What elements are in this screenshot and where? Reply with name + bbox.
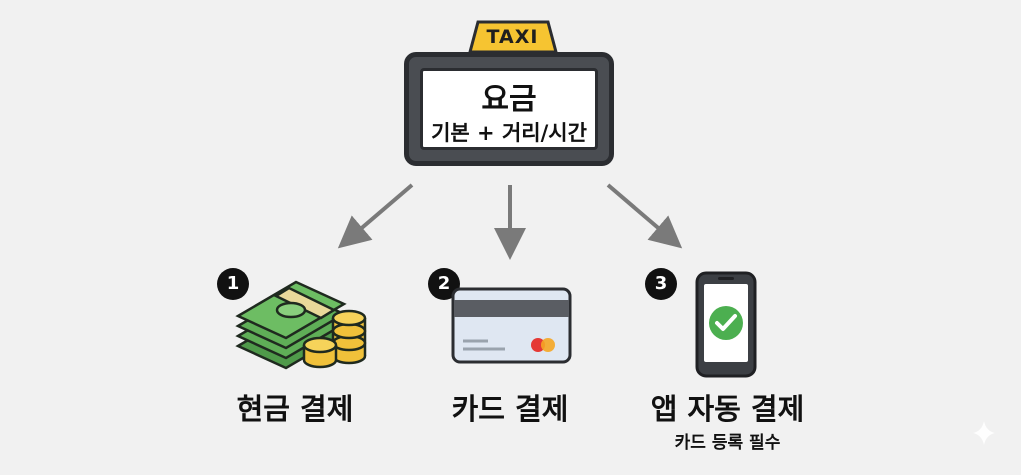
taxi-sign-text: TAXI	[486, 26, 539, 48]
taxi-meter	[404, 52, 614, 166]
arrow-to-app	[606, 183, 683, 249]
label-card-registration-required: 카드 등록 필수	[674, 433, 781, 453]
meter-screen	[420, 68, 598, 150]
meter-subtitle: 기본 + 거리/시간	[431, 121, 587, 145]
step-badge-1: 1	[217, 268, 249, 300]
arrow-to-cash	[337, 183, 414, 249]
label-cash-payment: 현금 결제	[236, 392, 354, 426]
label-app-auto-payment: 앱 자동 결제	[650, 392, 805, 426]
label-card-payment: 카드 결제	[451, 392, 569, 426]
meter-title: 요금	[481, 82, 537, 117]
step-badge-3: 3	[645, 268, 677, 300]
